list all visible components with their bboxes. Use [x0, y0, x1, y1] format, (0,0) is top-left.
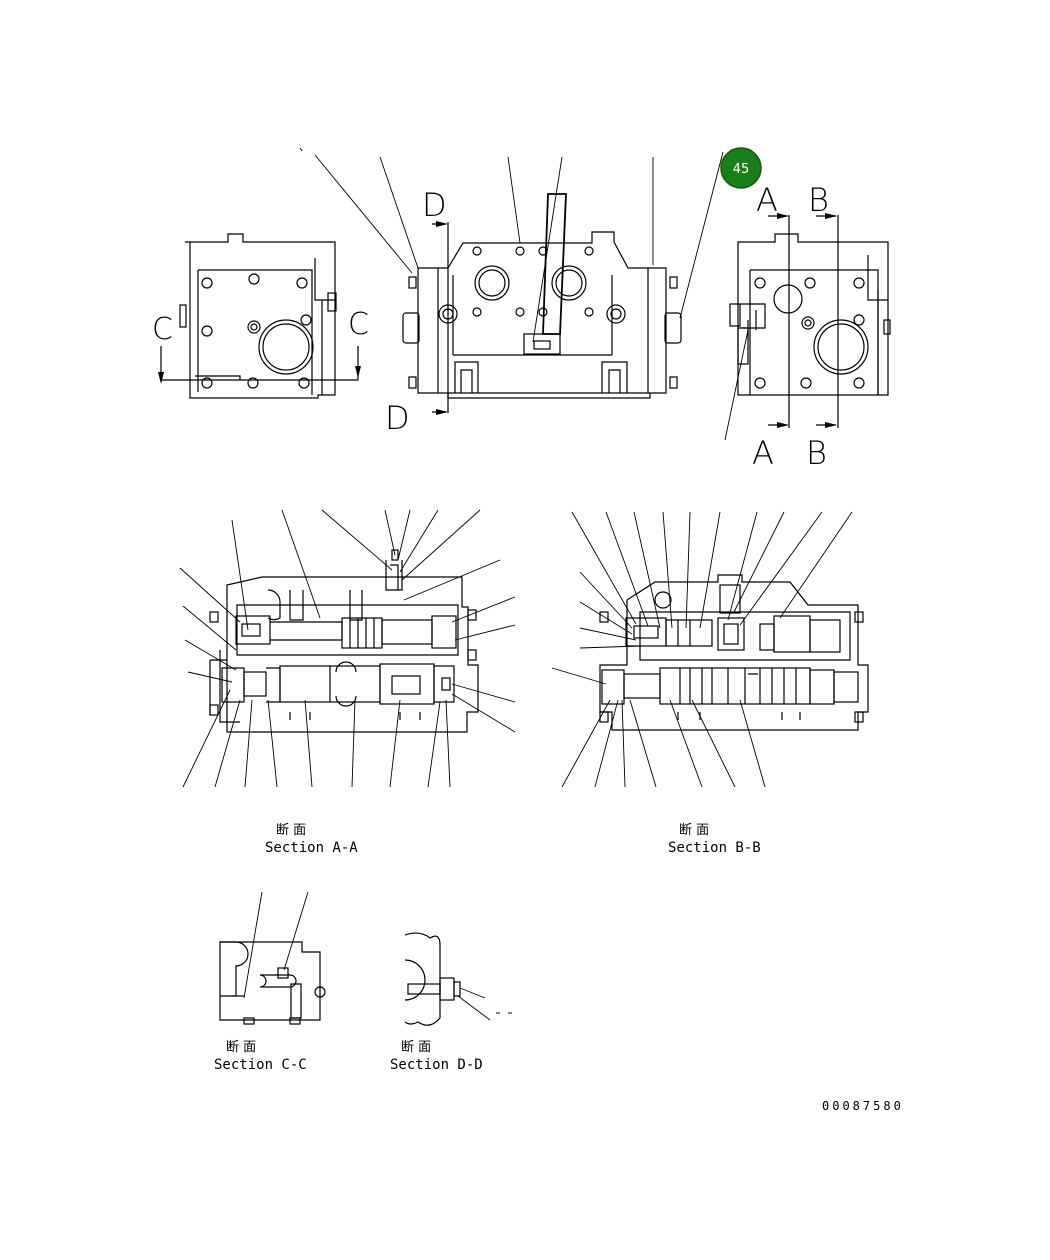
section-label-c-left: C — [152, 312, 173, 347]
caption-bb-label: Section B-B — [668, 840, 761, 856]
caption-section-dd: 断 面 Section D-D — [390, 1040, 483, 1073]
section-label-a-top: A — [756, 181, 778, 219]
callout-circle[interactable] — [720, 147, 762, 189]
section-cc-view — [219, 891, 326, 1025]
section-label-d-bottom: D — [385, 399, 410, 437]
leader-lines-top — [299, 147, 749, 441]
caption-section-bb: 断 面 Section B-B — [668, 823, 761, 856]
caption-section-cc: 断 面 Section C-C — [214, 1040, 307, 1073]
side-view-right — [729, 233, 891, 396]
caption-dd-label: Section D-D — [390, 1057, 483, 1073]
section-marker-c: C C — [152, 307, 369, 384]
callout-number[interactable]: 45 — [733, 162, 750, 177]
section-label-d-top: D — [422, 186, 447, 224]
section-label-b-top: B — [808, 181, 829, 219]
drawing-number: 00087580 — [822, 1099, 904, 1113]
caption-cc-cjk: 断 面 — [226, 1040, 256, 1055]
caption-dd-cjk: 断 面 — [401, 1040, 431, 1055]
side-view-left — [179, 233, 337, 399]
section-dd-view — [404, 932, 512, 1026]
caption-section-aa: 断 面 Section A-A — [265, 823, 358, 856]
section-label-b-bottom: B — [806, 434, 827, 472]
caption-aa-label: Section A-A — [265, 840, 358, 856]
section-label-a-bottom: A — [752, 434, 774, 472]
caption-aa-cjk: 断 面 — [276, 823, 306, 838]
section-marker-a: A A — [752, 181, 790, 472]
section-aa-view — [179, 509, 516, 788]
section-label-c-right: C — [348, 307, 369, 342]
callout-badge[interactable]: 45 — [720, 147, 762, 189]
section-bb-view — [551, 511, 869, 788]
front-view — [402, 231, 682, 399]
caption-cc-label: Section C-C — [214, 1057, 307, 1073]
section-marker-b: B B — [806, 181, 839, 472]
section-marker-d: D D — [385, 186, 449, 437]
caption-bb-cjk: 断 面 — [679, 823, 709, 838]
